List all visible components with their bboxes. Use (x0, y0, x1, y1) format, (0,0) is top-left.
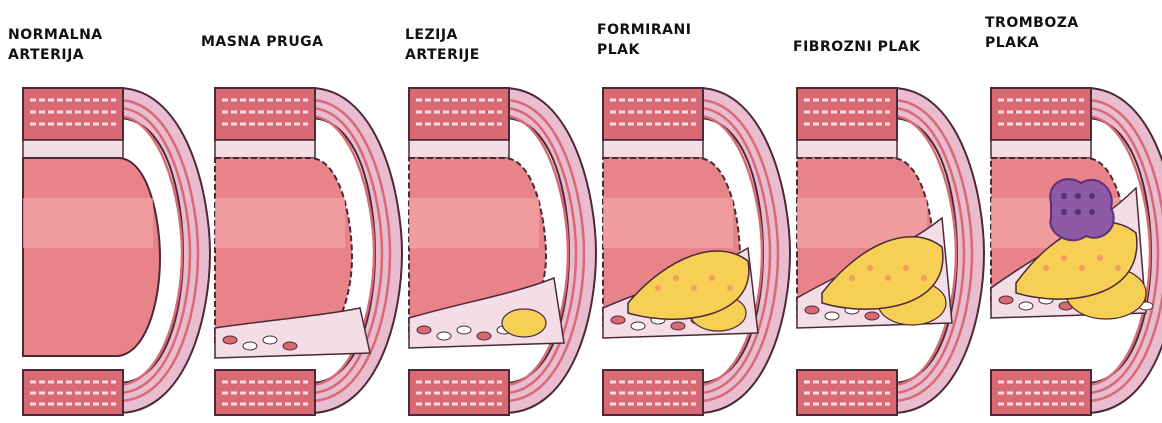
stage-label-formed: FORMIRANI PLAK (597, 20, 691, 60)
lipid-droplet (727, 285, 733, 291)
lipid-droplet (849, 275, 855, 281)
foam-cell (437, 332, 451, 340)
lumen-highlight (603, 198, 733, 248)
artery-thrombus (986, 78, 1162, 423)
platelet (1061, 209, 1067, 215)
artery-normal (18, 78, 214, 423)
foam-cell (805, 306, 819, 314)
platelet (1089, 193, 1095, 199)
foam-cell (825, 312, 839, 320)
stage-label-streak: MASNA PRUGA (201, 32, 324, 52)
foam-cell (223, 336, 237, 344)
lipid-droplet (885, 275, 891, 281)
lipid-droplet (691, 285, 697, 291)
intima-band (215, 140, 315, 158)
foam-cell (671, 322, 685, 330)
foam-cell (631, 322, 645, 330)
foam-cell (611, 316, 625, 324)
lipid-droplet (1043, 265, 1049, 271)
top-tissue-block (603, 88, 703, 140)
foam-cell (865, 312, 879, 320)
lumen-highlight (215, 198, 345, 248)
stage-label-fibrous: FIBROZNI PLAK (793, 37, 920, 57)
stage-label-normal: NORMALNA ARTERIJA (8, 25, 103, 65)
lumen-highlight (409, 198, 539, 248)
foam-cell (1019, 302, 1033, 310)
lipid-droplet (921, 275, 927, 281)
foam-cell (417, 326, 431, 334)
lipid-core (502, 309, 546, 337)
lipid-droplet (709, 275, 715, 281)
lumen (23, 158, 160, 356)
intima-band (603, 140, 703, 158)
thrombus-clot (1050, 179, 1113, 240)
artery-fibrous (792, 78, 988, 423)
platelet (1061, 193, 1067, 199)
lipid-droplet (1115, 265, 1121, 271)
platelet (1089, 209, 1095, 215)
lipid-droplet (655, 285, 661, 291)
top-tissue-block (991, 88, 1091, 140)
foam-cell (999, 296, 1013, 304)
top-tissue-block (409, 88, 509, 140)
artery-streak (210, 78, 406, 423)
lipid-droplet (1061, 255, 1067, 261)
artery-lesion (404, 78, 600, 423)
intima-band (991, 140, 1091, 158)
stage-label-lesion: LEZIJA ARTERIJE (405, 25, 480, 65)
intima-band (797, 140, 897, 158)
foam-cell (283, 342, 297, 350)
intima-band (409, 140, 509, 158)
platelet (1075, 193, 1081, 199)
top-tissue-block (215, 88, 315, 140)
lipid-droplet (1097, 255, 1103, 261)
foam-cell (263, 336, 277, 344)
artery-formed (598, 78, 794, 423)
stage-label-thrombus: TROMBOZA PLAKA (985, 13, 1079, 53)
intima-band (23, 140, 123, 158)
foam-cell (243, 342, 257, 350)
top-tissue-block (23, 88, 123, 140)
lipid-droplet (867, 265, 873, 271)
top-tissue-block (797, 88, 897, 140)
lipid-droplet (1079, 265, 1085, 271)
lipid-droplet (903, 265, 909, 271)
foam-cell (457, 326, 471, 334)
foam-cell (477, 332, 491, 340)
lumen-highlight (23, 198, 153, 248)
platelet (1075, 209, 1081, 215)
lipid-droplet (673, 275, 679, 281)
